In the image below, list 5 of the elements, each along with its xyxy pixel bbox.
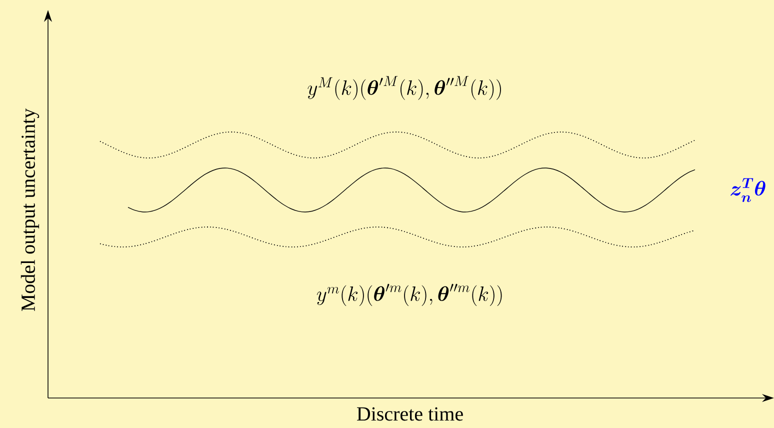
axis-label: Discrete time xyxy=(357,407,463,421)
curve-label: $\boldsymbol{z_n^T\theta}$ xyxy=(730,178,766,202)
bound-label: $y^m(k)(\boldsymbol{\theta}'^m(k), \boldsymbol{\theta}''^m(k))$ xyxy=(316,284,502,306)
axis-label: Model output uncertainty xyxy=(20,108,40,312)
bound-label: $y^M(k)(\boldsymbol{\theta}'^M(k), \boldsymbol{\theta}''^M(k))$ xyxy=(308,76,501,100)
